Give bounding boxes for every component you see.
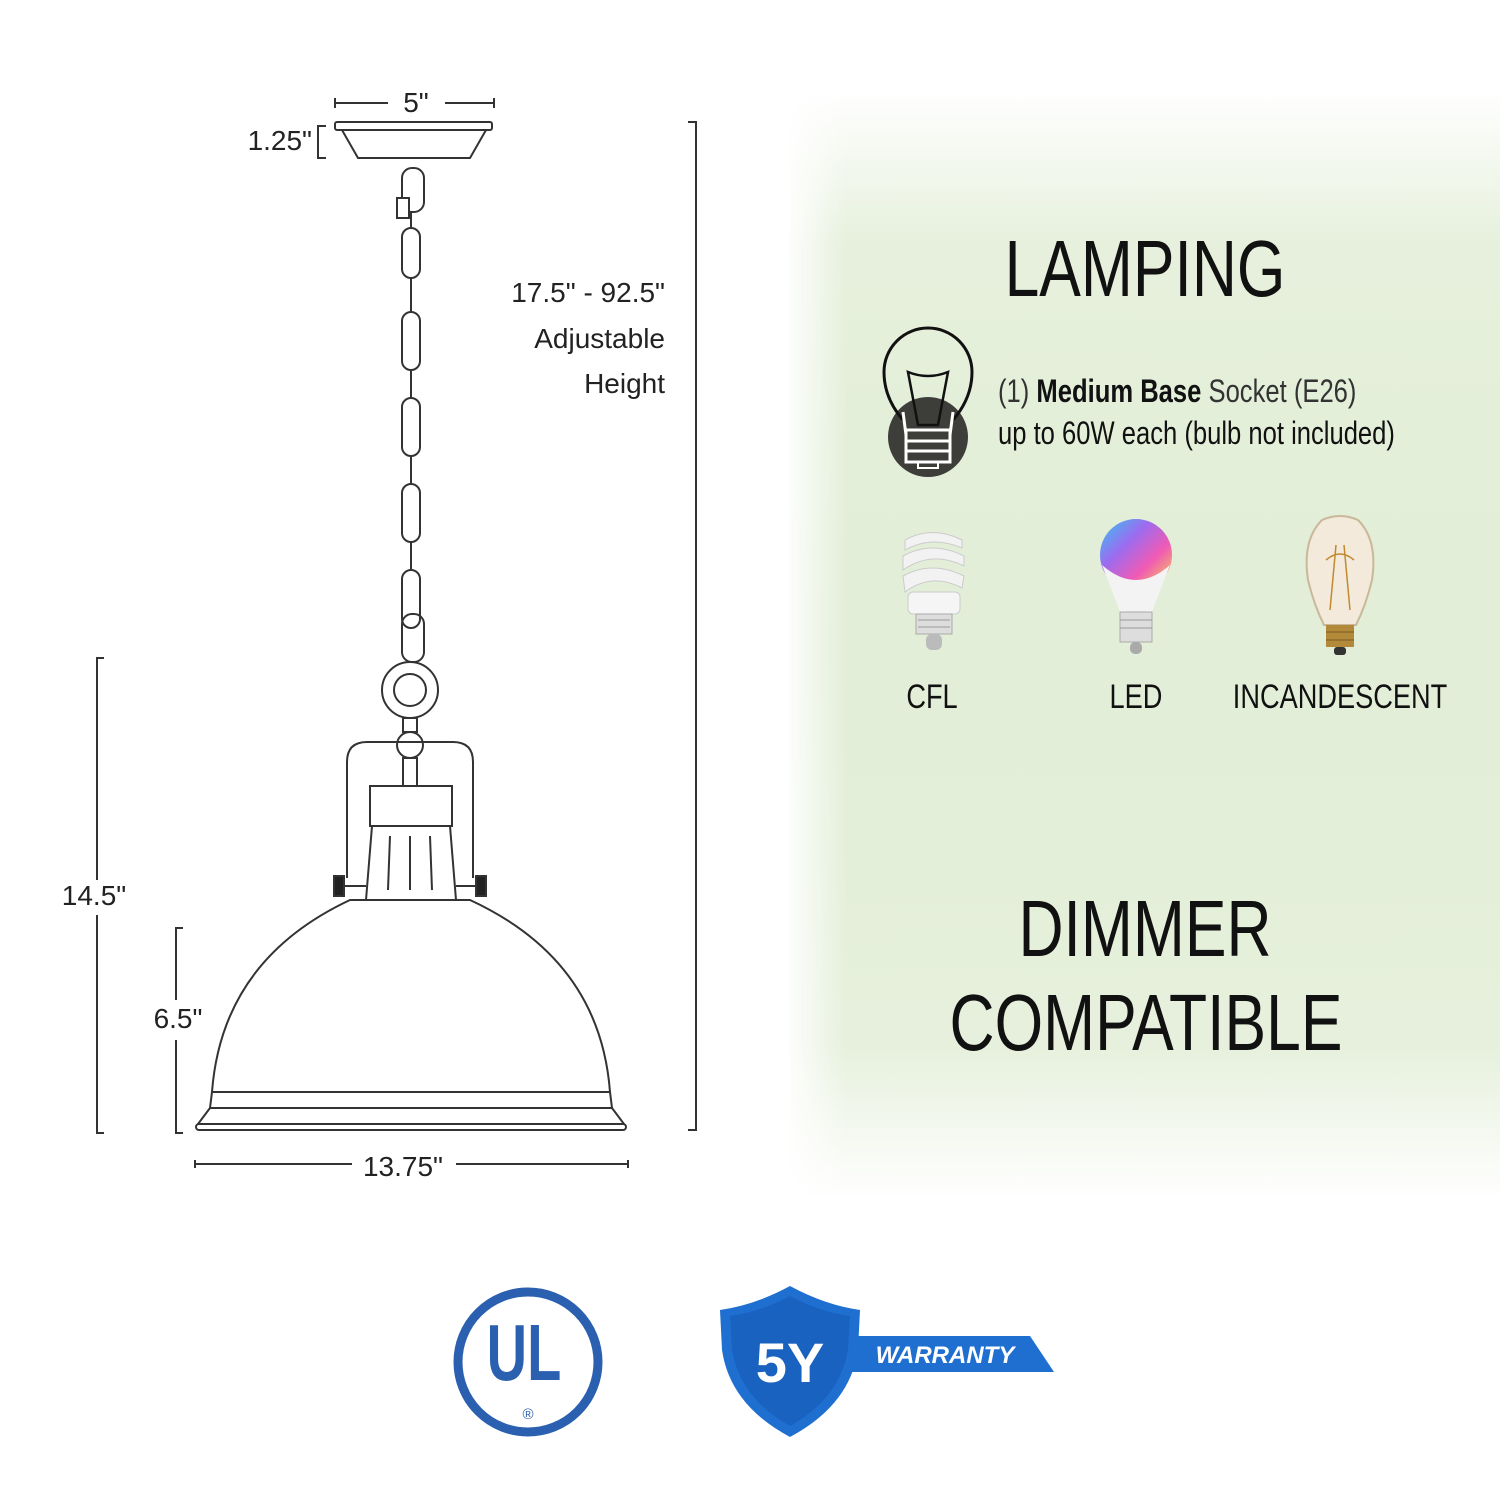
shade-drawing xyxy=(195,741,627,1131)
canopy-height-label: 1.25" xyxy=(248,125,312,156)
shade-width-label: 13.75" xyxy=(363,1151,443,1182)
warranty-years: 5Y xyxy=(756,1331,825,1394)
dimmer-title-line1: DIMMER xyxy=(1018,885,1271,974)
fixture-height-label: 14.5" xyxy=(62,880,126,911)
warranty-badge: 5Y WARRANTY xyxy=(720,1286,1054,1437)
bulb-type-incandescent: INCANDESCENT xyxy=(1233,677,1448,716)
dimmer-title-line2: COMPATIBLE xyxy=(950,979,1343,1068)
warranty-label: WARRANTY xyxy=(876,1342,1017,1369)
bulb-type-led: LED xyxy=(1110,677,1163,716)
shade-height-label: 6.5" xyxy=(154,1003,203,1034)
adjustable-range-label: 17.5" - 92.5" xyxy=(511,277,665,308)
ul-registered-mark: ® xyxy=(522,1406,533,1423)
bulb-type-cfl: CFL xyxy=(906,677,957,716)
canopy-drawing xyxy=(334,121,493,159)
ul-logo-text: UL xyxy=(487,1307,562,1397)
height-label: Height xyxy=(584,368,665,399)
incandescent-bulb-icon xyxy=(1305,515,1375,655)
lamping-panel-background xyxy=(790,90,1500,1200)
adjustable-label: Adjustable xyxy=(534,323,665,354)
cfl-bulb-icon xyxy=(902,532,965,650)
canopy-width-label: 5" xyxy=(403,87,429,118)
led-bulb-icon xyxy=(1100,519,1172,654)
chain-drawing xyxy=(381,167,439,787)
light-bulb-icon xyxy=(882,326,974,477)
ul-certification-logo: UL ® xyxy=(453,1287,603,1437)
socket-spec: (1) Medium Base Socket (E26) xyxy=(998,374,1356,409)
lamping-title: LAMPING xyxy=(1005,225,1286,314)
wattage-spec: up to 60W each (bulb not included) xyxy=(998,416,1395,451)
